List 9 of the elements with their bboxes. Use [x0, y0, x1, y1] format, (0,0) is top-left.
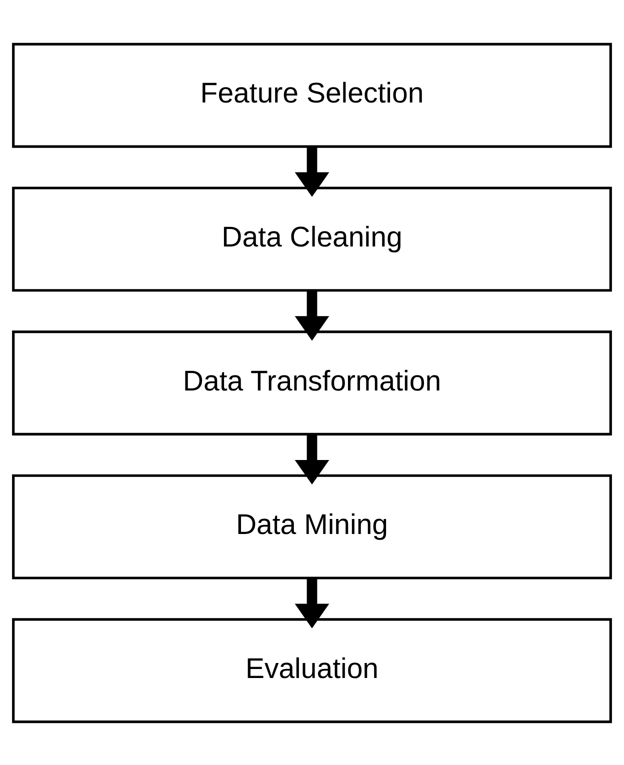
node-box: Feature Selection — [12, 42, 612, 148]
node-box: Data Transformation — [12, 330, 612, 435]
arrow — [294, 578, 330, 628]
node-box: Evaluation — [12, 618, 612, 723]
arrow — [294, 146, 330, 196]
arrow — [294, 434, 330, 484]
node-box: Data Mining — [12, 474, 612, 579]
arrow — [294, 290, 330, 340]
node-box: Data Cleaning — [12, 186, 612, 292]
